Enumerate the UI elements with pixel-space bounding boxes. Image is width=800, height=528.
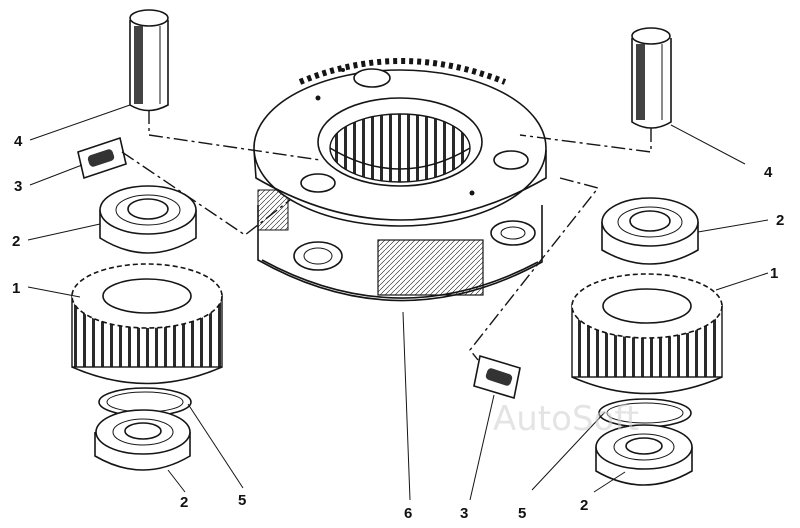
bearing-upper-left bbox=[99, 185, 197, 254]
callout-4-right: 4 bbox=[764, 164, 773, 181]
bearing-lower-right bbox=[595, 424, 693, 486]
gear-left bbox=[71, 263, 223, 385]
callout-numbers: 4 3 2 1 2 5 6 3 5 2 1 2 4 bbox=[12, 133, 784, 522]
watermark-text: AutoSoft bbox=[493, 399, 639, 439]
spring-clip-left bbox=[77, 136, 127, 180]
callout-1-left: 1 bbox=[12, 280, 20, 297]
callout-2-lower-left: 2 bbox=[180, 494, 188, 511]
alignment-lines bbox=[121, 110, 652, 361]
callout-1-right: 1 bbox=[770, 265, 778, 282]
callout-5-right: 5 bbox=[518, 505, 526, 522]
gear-right bbox=[571, 273, 723, 395]
callout-3-left: 3 bbox=[14, 178, 22, 195]
callout-2-lower-right: 2 bbox=[580, 497, 588, 514]
pin-left bbox=[129, 9, 169, 112]
callout-2-upper-right: 2 bbox=[776, 212, 784, 229]
callout-4-left: 4 bbox=[14, 133, 23, 150]
bearing-lower-left bbox=[94, 409, 191, 471]
callout-3-bottom: 3 bbox=[460, 505, 468, 522]
planet-carrier bbox=[253, 58, 547, 302]
spring-clip-right bbox=[473, 354, 521, 400]
leader-lines bbox=[27, 104, 769, 501]
callout-5-left: 5 bbox=[238, 492, 246, 509]
callout-2-upper-left: 2 bbox=[12, 233, 20, 250]
bearing-upper-right bbox=[601, 197, 699, 265]
pin-right bbox=[631, 27, 672, 129]
callout-6: 6 bbox=[404, 505, 412, 522]
